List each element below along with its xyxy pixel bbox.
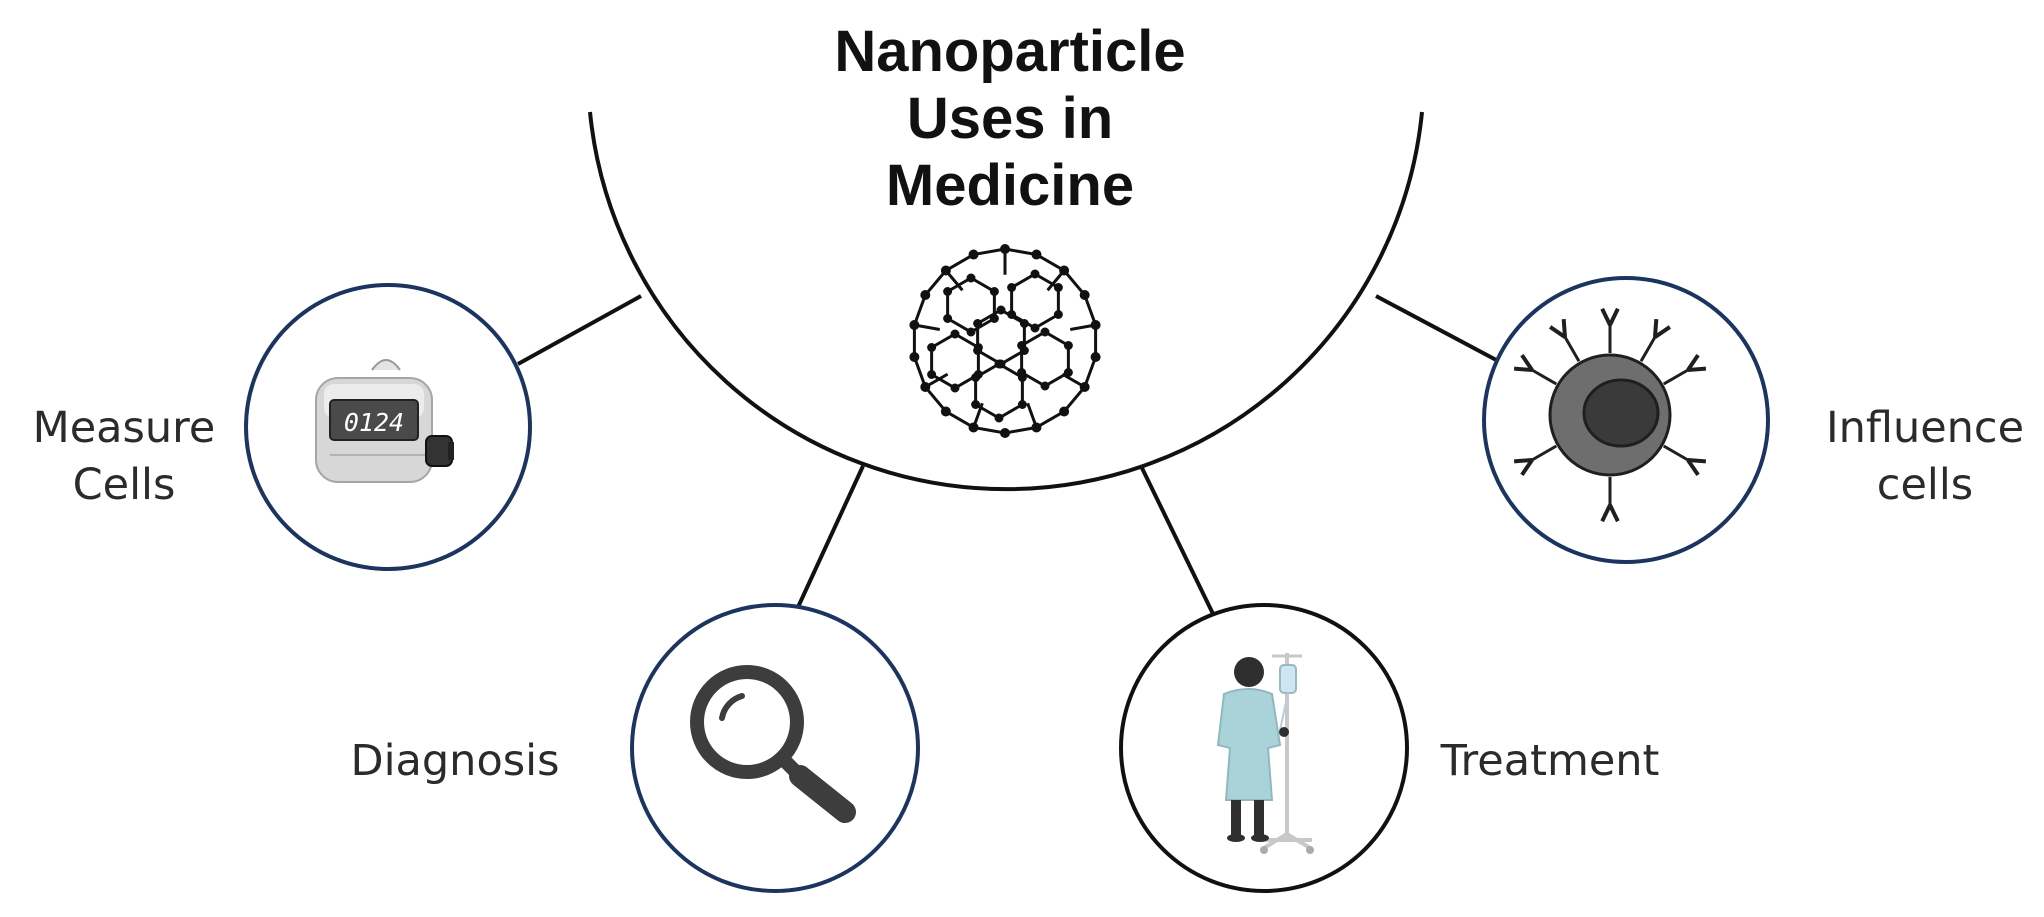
antibody-arm bbox=[1513, 458, 1533, 464]
influence-label-line-1: Influence bbox=[1825, 403, 2025, 453]
antibody-arm bbox=[1548, 325, 1567, 339]
antibody-mark bbox=[1563, 336, 1581, 363]
measure-label-line-2: Cells bbox=[72, 460, 176, 510]
antibody-mark bbox=[1662, 368, 1689, 386]
antibody-arm bbox=[1686, 458, 1700, 477]
title-line-1: Nanoparticle bbox=[834, 19, 1186, 84]
measure-cells-label: Measure Cells bbox=[14, 400, 234, 514]
patient-iv-icon bbox=[1216, 653, 1314, 854]
diagram-title: Nanoparticle Uses in Medicine bbox=[700, 18, 1320, 219]
antibody-arm bbox=[1520, 458, 1534, 477]
antibody-arm bbox=[1608, 504, 1620, 523]
antibody-mark bbox=[1531, 444, 1558, 462]
title-line-3: Medicine bbox=[885, 153, 1135, 218]
diagnosis-label: Diagnosis bbox=[350, 736, 560, 786]
antibody-mark bbox=[1639, 336, 1657, 363]
antibody-arm bbox=[1687, 458, 1707, 464]
antibody-arm bbox=[1513, 366, 1533, 372]
antibody-arm bbox=[1600, 504, 1612, 523]
magnifying-glass-icon bbox=[690, 665, 856, 823]
connector-treatment bbox=[1139, 465, 1218, 621]
fullerene-icon bbox=[909, 244, 1101, 438]
antibody-arm bbox=[1600, 307, 1612, 326]
antibody-cell-icon bbox=[1513, 307, 1707, 523]
treatment-label: Treatment bbox=[1440, 736, 1660, 786]
connector-measure bbox=[517, 294, 642, 366]
influence-label-line-2: cells bbox=[1876, 460, 1974, 510]
influence-cells-label: Influence cells bbox=[1810, 400, 2040, 514]
antibody-arm bbox=[1653, 318, 1659, 338]
diagnosis-circle[interactable] bbox=[630, 603, 920, 893]
measure-label-line-1: Measure bbox=[32, 403, 216, 453]
antibody-arm bbox=[1608, 307, 1620, 326]
antibody-arm bbox=[1686, 353, 1700, 372]
counter-reading: 0124 bbox=[344, 408, 404, 437]
title-line-2: Uses in bbox=[906, 86, 1114, 151]
central-hub-arc bbox=[588, 111, 1424, 492]
connector-diagnosis bbox=[791, 465, 865, 619]
connector-influence bbox=[1375, 294, 1501, 364]
tally-counter-icon: 0124 bbox=[315, 359, 454, 483]
antibody-arm bbox=[1653, 325, 1672, 339]
antibody-mark bbox=[1531, 368, 1558, 386]
antibody-arm bbox=[1561, 318, 1567, 338]
antibody-arm bbox=[1520, 353, 1534, 372]
antibody-arm bbox=[1687, 366, 1707, 372]
antibody-mark bbox=[1662, 444, 1689, 462]
